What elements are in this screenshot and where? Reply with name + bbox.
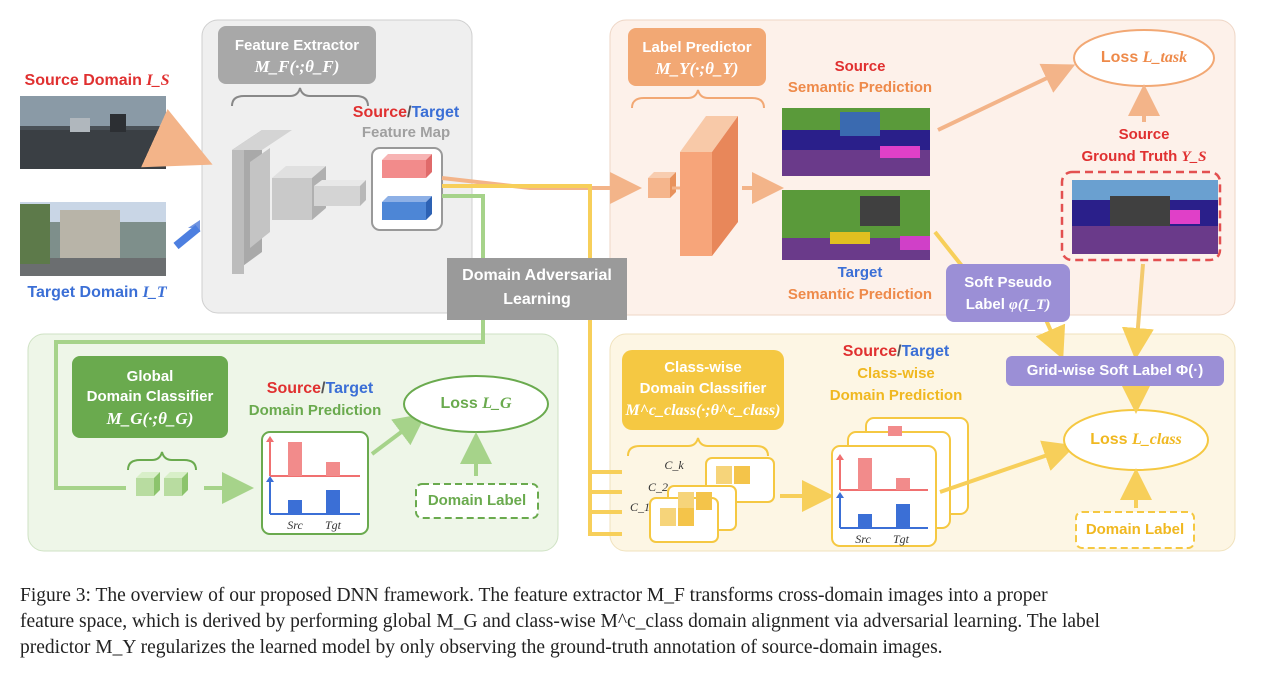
caption-line-1: Figure 3: The overview of our proposed D…	[20, 585, 1048, 606]
classwise-domain-label-box	[1075, 511, 1195, 549]
global-prediction-chart	[266, 436, 360, 515]
label-predictor-brace	[631, 89, 765, 109]
grid-soft-box	[1006, 356, 1224, 386]
global-prediction-title: Source/Target	[266, 380, 374, 397]
global-prediction-line2: Domain Prediction	[248, 402, 382, 419]
global-tgt-tick: Tgt	[324, 518, 341, 532]
target-pred-line1: Target	[837, 264, 883, 281]
class-index-2: C_2	[648, 480, 669, 494]
soft-pseudo-line1: Soft Pseudo	[964, 274, 1052, 291]
class-index-1: C_1	[630, 500, 651, 514]
source-ground-truth-image	[1072, 180, 1218, 254]
source-gt-line1: Source	[1118, 126, 1170, 143]
classwise-prediction-title: Source/Target	[842, 343, 950, 360]
global-prediction-box	[261, 431, 369, 535]
label-predictor-small-block	[648, 178, 670, 198]
classwise-prediction-line3: Domain Prediction	[829, 387, 963, 404]
global-classifier-box	[72, 356, 228, 438]
classwise-domain-label: Domain Label	[1085, 521, 1185, 538]
source-pred-line1: Source	[834, 58, 886, 75]
feature-extractor-brace	[231, 87, 369, 107]
feature-map-label: Feature Map	[361, 124, 451, 141]
loss-task-label: Loss L_task	[1100, 49, 1188, 66]
grid-soft-label: Grid-wise Soft Label Φ(·)	[1026, 362, 1204, 379]
global-domain-label: Domain Label	[427, 492, 527, 509]
source-pred-line2: Semantic Prediction	[787, 79, 933, 96]
dal-line2: Learning	[503, 291, 571, 308]
feature-extractor-formula: M_F(·;θ_F)	[254, 57, 340, 76]
caption-line-2: feature space, which is derived by perfo…	[20, 611, 1100, 632]
dal-box	[447, 258, 627, 320]
classwise-tgt-tick: Tgt	[892, 532, 909, 546]
label-predictor-title-box	[628, 28, 766, 86]
classwise-brace	[627, 437, 769, 457]
target-pred-line2: Semantic Prediction	[787, 286, 933, 303]
source-semantic-prediction-image	[782, 108, 930, 176]
classwise-classifier-line2: Domain Classifier	[639, 380, 767, 397]
global-classifier-line1: Global	[126, 368, 174, 385]
classwise-classifier-formula: M^c_class(·;θ^c_class)	[625, 402, 781, 419]
source-gt-line2: Ground Truth Y_S	[1081, 148, 1207, 165]
global-feature-cubes	[136, 472, 188, 496]
target-domain-label: Target Domain I_T	[27, 284, 167, 301]
feature-extractor-title: Feature Extractor	[234, 37, 360, 54]
global-domain-label-box	[415, 483, 539, 519]
dal-line1: Domain Adversarial	[462, 267, 612, 284]
feature-map-title: Source/Target	[352, 104, 460, 121]
target-domain-image	[20, 202, 166, 276]
soft-pseudo-box	[946, 264, 1070, 322]
global-classifier-line2: Domain Classifier	[86, 388, 214, 405]
classwise-cubes	[660, 466, 750, 526]
classwise-prediction-stack	[831, 417, 969, 547]
figure-caption: Figure 3: The overview of our proposed D…	[20, 583, 1265, 661]
feature-extractor-layers	[232, 130, 366, 274]
global-src-tick: Src	[287, 518, 303, 532]
ground-truth-frame	[1060, 170, 1222, 262]
label-predictor-formula: M_Y(·;θ_Y)	[655, 59, 739, 78]
soft-pseudo-line2: Label φ(I_T)	[965, 296, 1051, 313]
classwise-prediction-line2: Class-wise	[857, 365, 935, 382]
classwise-src-tick: Src	[855, 532, 871, 546]
loss-class-label: Loss L_class	[1090, 431, 1182, 448]
loss-g-label: Loss L_G	[440, 395, 512, 412]
global-classifier-formula: M_G(·;θ_G)	[106, 409, 194, 428]
source-domain-label: Source Domain I_S	[24, 72, 170, 89]
source-domain-image	[20, 96, 166, 169]
class-index-k: C_k	[664, 458, 684, 472]
label-predictor-block	[680, 116, 738, 256]
classwise-classifier-line1: Class-wise	[664, 359, 742, 376]
label-predictor-title: Label Predictor	[642, 39, 752, 56]
classwise-classifier-box	[622, 350, 784, 430]
global-brace	[127, 451, 197, 471]
feature-extractor-title-box	[218, 26, 376, 84]
target-semantic-prediction-image	[782, 190, 930, 260]
caption-line-3: predictor M_Y regularizes the learned mo…	[20, 637, 943, 658]
